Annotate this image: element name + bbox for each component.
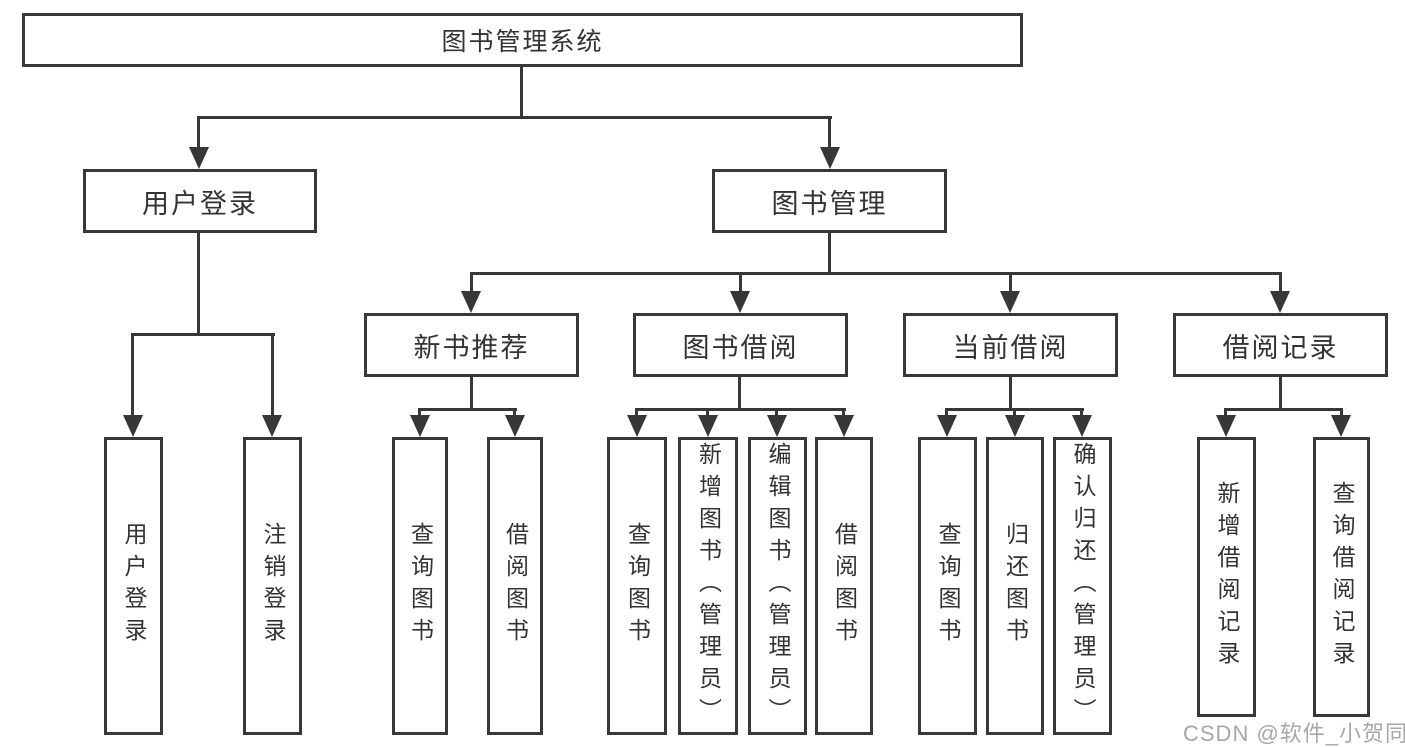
leaf-current-query-book: 查询图书 <box>918 437 977 735</box>
arrow-into-current-return <box>1005 415 1025 437</box>
connector-drop-user-login <box>197 116 200 150</box>
leaf-borrow-query-book: 查询图书 <box>607 437 667 735</box>
node-new-book-recommend: 新书推荐 <box>364 313 579 377</box>
connector-borrow-trunk <box>738 375 741 410</box>
arrow-into-records <box>1270 291 1290 313</box>
connector-drop-borrow-3 <box>775 408 778 418</box>
connector-drop-borrow-4 <box>842 408 845 418</box>
connector-drop-borrow-1 <box>635 408 638 418</box>
leaf-newrec-query-book: 查询图书 <box>392 437 448 735</box>
connector-drop-current-3 <box>1080 408 1083 418</box>
connector-current-trunk <box>1009 375 1012 410</box>
connector-userlogin-trunk <box>197 232 200 335</box>
leaf-borrow-edit-book-admin: 编辑图书（管理员） <box>748 437 807 735</box>
arrow-into-current <box>1000 291 1020 313</box>
leaf-user-login: 用户登录 <box>104 437 163 735</box>
connector-drop-records-2 <box>1340 408 1343 418</box>
connector-drop-leaf-logout <box>271 333 274 417</box>
leaf-records-query-record: 查询借阅记录 <box>1313 437 1370 717</box>
arrow-into-records-query <box>1331 415 1351 437</box>
arrow-into-borrow-borrow <box>834 415 854 437</box>
arrow-into-leaf-login <box>123 415 143 437</box>
connector-drop-leaf-login <box>131 333 134 417</box>
connector-drop-newrec-2 <box>513 408 516 418</box>
connector-drop-borrow-2 <box>706 408 709 418</box>
arrow-into-user-login <box>189 147 209 169</box>
connector-bookmgmt-trunk <box>828 232 831 274</box>
arrow-into-borrow-query <box>627 415 647 437</box>
leaf-current-confirm-return-admin: 确认归还（管理员） <box>1053 437 1112 735</box>
arrow-into-borrow-add <box>698 415 718 437</box>
csdn-watermark: CSDN @软件_小贺同学 <box>1183 721 1405 746</box>
arrow-into-borrow-edit <box>767 415 787 437</box>
leaf-borrow-borrow-book: 借阅图书 <box>815 437 873 735</box>
connector-records-trunk <box>1279 375 1282 410</box>
connector-drop-records <box>1279 272 1282 294</box>
arrow-into-newrec-query <box>410 415 430 437</box>
connector-drop-records-1 <box>1224 408 1227 418</box>
node-book-management: 图书管理 <box>712 169 947 233</box>
connector-branch-records <box>1224 408 1343 411</box>
connector-branch-level3 <box>470 272 1282 275</box>
arrow-into-book-mgmt <box>820 147 840 169</box>
arrow-into-borrow <box>730 291 750 313</box>
arrow-into-current-confirm <box>1072 415 1092 437</box>
connector-branch-borrow <box>635 408 846 411</box>
node-library-management-system: 图书管理系统 <box>22 13 1023 67</box>
node-user-login: 用户登录 <box>83 169 317 233</box>
arrow-into-leaf-logout <box>262 415 282 437</box>
connector-drop-newrec-1 <box>418 408 421 418</box>
arrow-into-records-add <box>1216 415 1236 437</box>
connector-branch-level2 <box>198 116 832 119</box>
connector-drop-current-1 <box>945 408 948 418</box>
connector-drop-borrow <box>739 272 742 294</box>
connector-branch-newrec <box>418 408 517 411</box>
arrow-into-newrec <box>461 291 481 313</box>
leaf-records-add-record: 新增借阅记录 <box>1197 437 1256 717</box>
node-borrow-records: 借阅记录 <box>1173 313 1388 377</box>
leaf-current-return-book: 归还图书 <box>986 437 1044 735</box>
leaf-newrec-borrow-book: 借阅图书 <box>487 437 543 735</box>
connector-drop-newrec <box>470 272 473 294</box>
connector-drop-current <box>1009 272 1012 294</box>
connector-drop-book-mgmt <box>828 116 831 150</box>
leaf-logout-login: 注销登录 <box>243 437 302 735</box>
connector-branch-userlogin <box>131 333 275 336</box>
node-current-borrow: 当前借阅 <box>903 313 1118 377</box>
leaf-borrow-add-book-admin: 新增图书（管理员） <box>678 437 738 735</box>
connector-newrec-trunk <box>470 375 473 410</box>
connector-root-trunk <box>520 66 523 118</box>
node-book-borrow: 图书借阅 <box>633 313 848 377</box>
arrow-into-newrec-borrow <box>505 415 525 437</box>
connector-drop-current-2 <box>1013 408 1016 418</box>
arrow-into-current-query <box>937 415 957 437</box>
